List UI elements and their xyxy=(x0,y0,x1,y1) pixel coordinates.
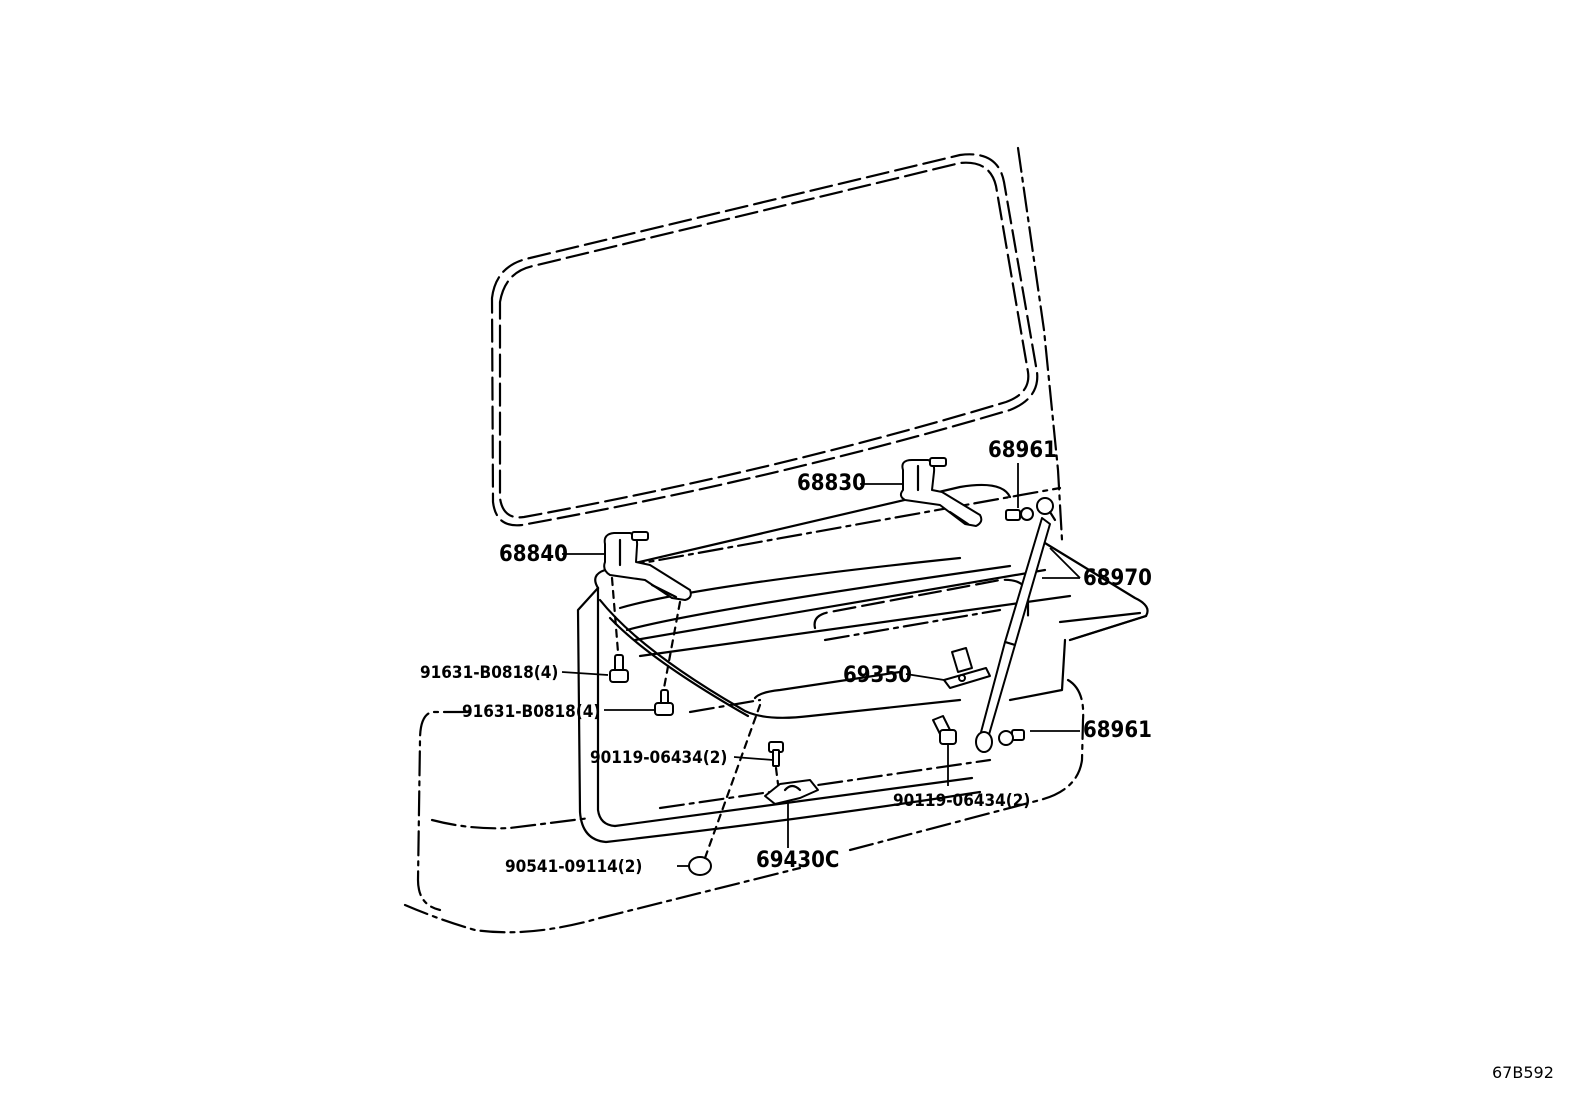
screw-90119-right xyxy=(932,715,957,745)
ball-joint-bottom xyxy=(998,729,1025,746)
callout-90541: 90541-09114(2) xyxy=(505,857,642,877)
bolt-91631-b xyxy=(654,689,674,716)
hinge-right xyxy=(899,457,983,527)
door-inner-recess xyxy=(813,578,1030,642)
tailgate-door xyxy=(576,483,1149,844)
striker xyxy=(764,779,819,805)
leader-lines xyxy=(561,463,1081,867)
rear-bumper-body xyxy=(403,678,1085,934)
bolt-91631-a xyxy=(609,654,629,683)
roof-edge-line xyxy=(618,486,1062,569)
callout-68961-bottom: 68961 xyxy=(1083,718,1152,743)
hinge-left xyxy=(603,531,692,601)
callout-91631-a: 91631-B0818(4) xyxy=(420,663,558,683)
callout-68970: 68970 xyxy=(1083,566,1152,591)
rear-window-glass xyxy=(490,153,1039,527)
screw-dash-line xyxy=(774,766,780,786)
callout-69350: 69350 xyxy=(843,663,912,688)
callout-90119-right: 90119-06434(2) xyxy=(893,791,1030,811)
callout-68830: 68830 xyxy=(797,471,866,496)
ball-joint-top xyxy=(1005,497,1057,522)
diagram-code: 67B592 xyxy=(1492,1063,1554,1082)
callout-90119-left: 90119-06434(2) xyxy=(590,748,727,768)
screw-90119-left xyxy=(768,741,784,767)
callout-68840: 68840 xyxy=(499,542,568,567)
lock-assembly xyxy=(943,647,991,689)
cushion-90541 xyxy=(688,703,762,876)
callout-68961-top: 68961 xyxy=(988,438,1057,463)
body-side-pillar xyxy=(1016,146,1064,542)
callout-69430c: 69430C xyxy=(756,848,839,873)
bolt-dash-line-b xyxy=(662,600,682,690)
callout-91631-b: 91631-B0818(4) xyxy=(462,702,600,722)
stay-damper xyxy=(975,517,1051,753)
bolt-dash-line-a xyxy=(610,576,620,654)
